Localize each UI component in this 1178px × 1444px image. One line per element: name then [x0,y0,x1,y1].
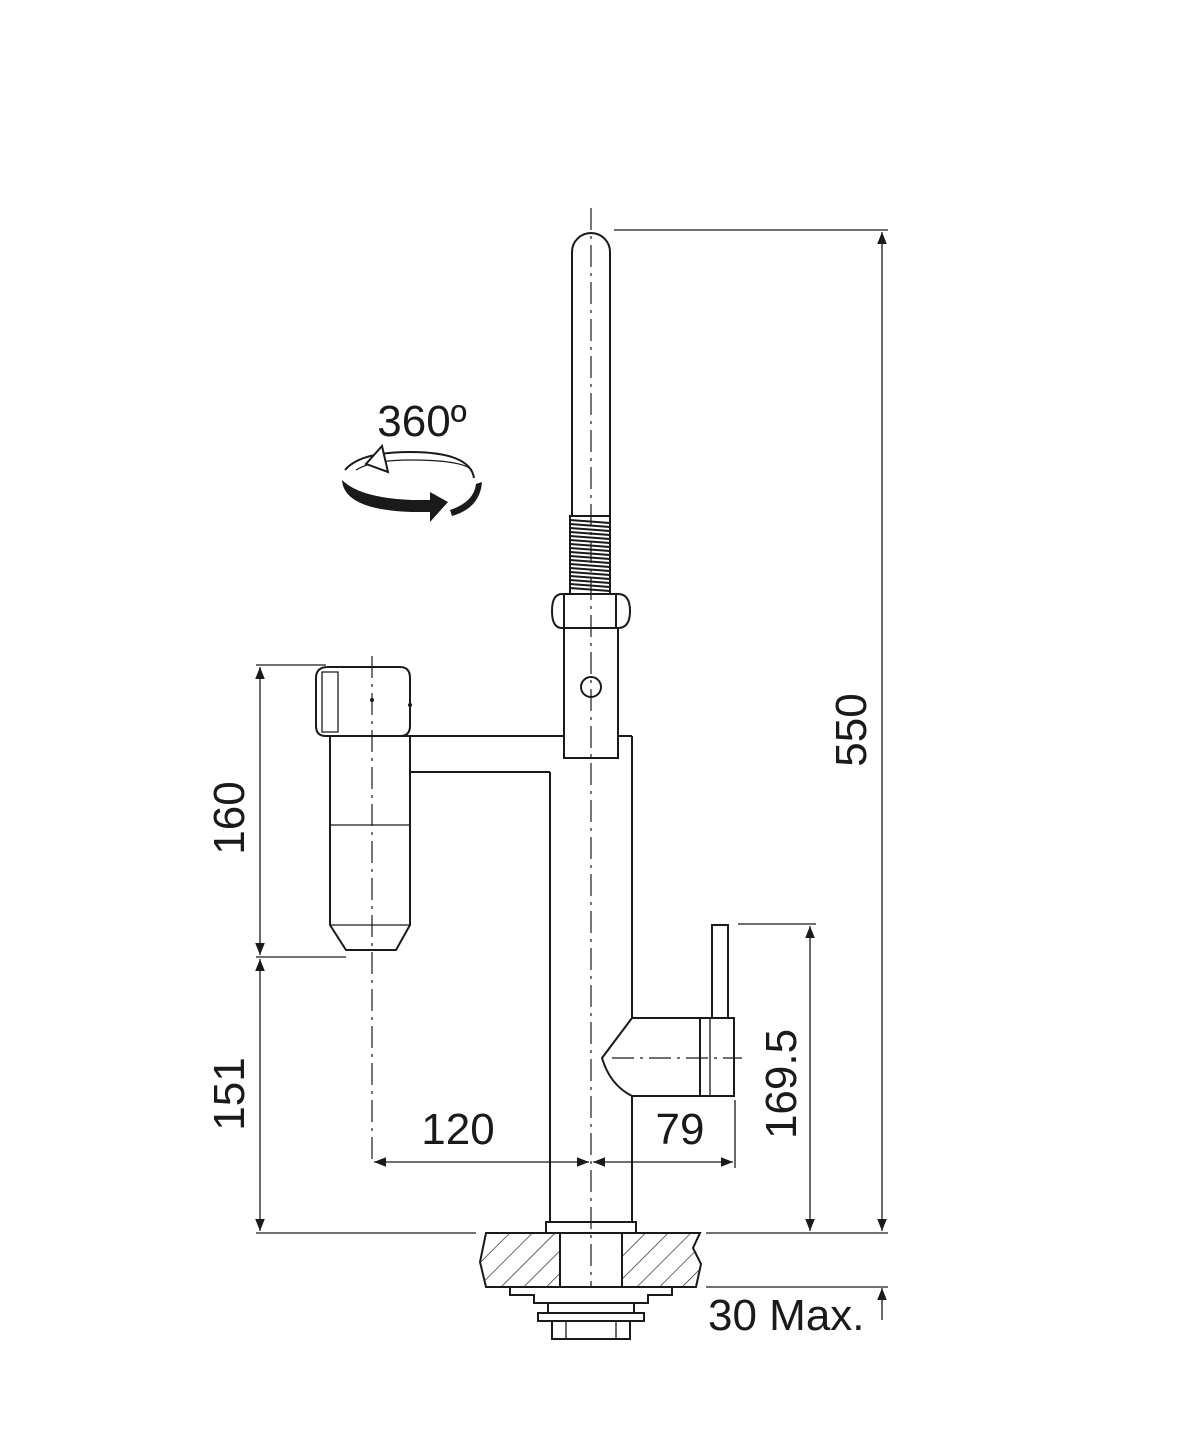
dimension-151 [255,959,476,1234]
spring-winding [569,531,611,536]
spring-winding [569,555,611,560]
spring-winding [569,567,611,572]
spring-coil [569,515,611,595]
dimension-79-label: 79 [656,1105,705,1154]
spring-winding [569,535,611,540]
mounting-nut [509,1286,673,1340]
spring-winding [569,583,611,588]
spring-winding [569,575,611,580]
spring-winding [569,539,611,544]
spring-winding [569,519,611,524]
dimension-169-5-label: 169.5 [757,1029,806,1139]
spout-holder [550,593,632,759]
spring-winding [569,551,611,556]
spring-winding [569,543,611,548]
dimension-79 [593,1100,736,1168]
spring-winding [569,523,611,528]
dimension-30-max-label: 30 Max. [708,1291,865,1340]
rotation-label: 360º [377,397,466,446]
handshower [315,666,412,951]
dimension-550 [614,229,888,1234]
dimension-120-label: 120 [421,1105,494,1154]
dimension-160 [255,664,346,958]
spring-winding [569,563,611,568]
spring-winding [569,559,611,564]
dimension-151-label: 151 [205,1057,254,1130]
spring-winding [569,571,611,576]
spring-winding [569,547,611,552]
spring-winding [569,527,611,532]
dimension-169-5 [738,923,816,1231]
lever-handle [600,924,735,1097]
spring-winding [569,579,611,584]
rotation-arrow-icon [342,443,482,522]
dimension-30-max [706,1286,888,1320]
spout-pipe [571,232,611,516]
dimension-160-label: 160 [205,781,254,854]
dimension-550-label: 550 [827,693,876,766]
spring-winding [569,587,611,592]
